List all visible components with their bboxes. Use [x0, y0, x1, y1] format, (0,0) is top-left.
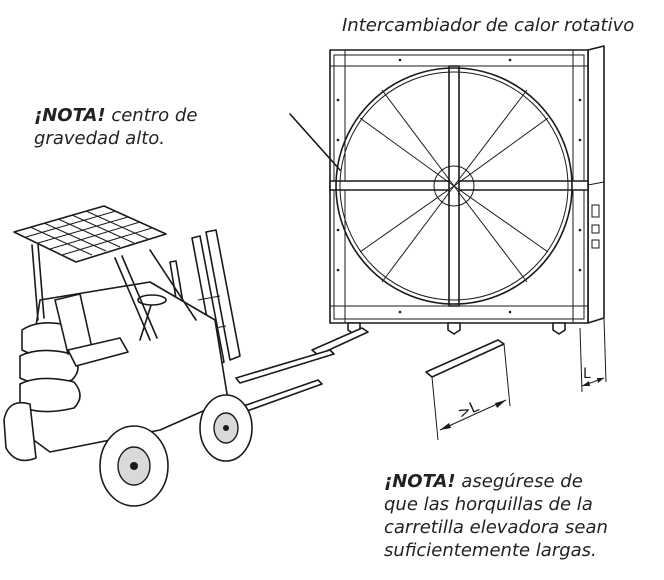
unit-depth-dimension	[579, 317, 607, 393]
note-center-of-gravity: ¡NOTA! centro de gravedad alto.	[34, 104, 264, 150]
note1-line1: centro de	[105, 105, 198, 126]
diagram-title: Intercambiador de calor rotativo	[342, 15, 635, 36]
note2-emphasis: ¡NOTA!	[384, 471, 456, 492]
note-fork-length: ¡NOTA! asegúrese de que las horquillas d…	[384, 470, 654, 562]
heat-exchanger-unit	[329, 45, 605, 335]
rotor-hub	[433, 165, 475, 207]
note2-line2: que las horquillas de la	[384, 494, 593, 515]
note2-line4: suficientemente largas.	[384, 540, 597, 561]
note1-line2: gravedad alto.	[34, 128, 166, 149]
rotor-wheel	[335, 67, 573, 305]
unit-depth-label: L	[583, 366, 591, 382]
support-beam-right	[425, 339, 505, 378]
fork-length-label: >L	[455, 397, 482, 422]
note-pointer-line	[289, 113, 341, 171]
fork-upper	[235, 349, 335, 384]
rear-wheel	[3, 401, 37, 462]
note2-line1: asegúrese de	[455, 471, 583, 492]
note2-line3: carretilla elevadora sean	[384, 517, 608, 538]
fork-length-dimension	[431, 343, 511, 441]
forklift	[3, 205, 335, 507]
note1-emphasis: ¡NOTA!	[34, 105, 106, 126]
support-beam-left	[311, 327, 369, 356]
